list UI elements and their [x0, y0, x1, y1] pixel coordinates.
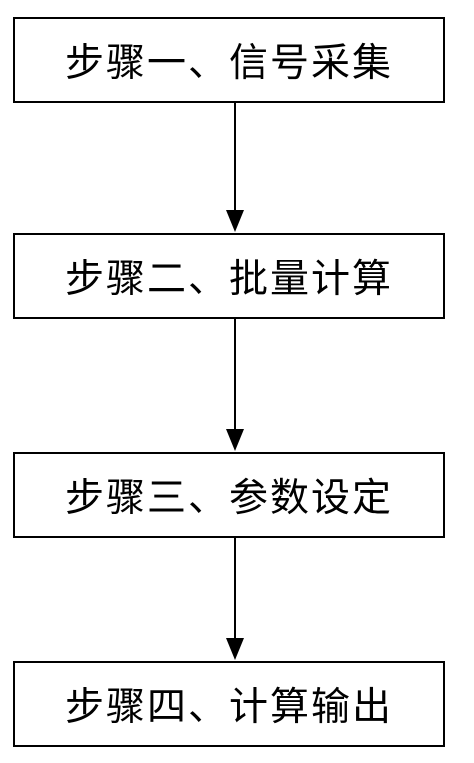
step-label: 步骤一、信号采集 [64, 41, 393, 86]
step-box-parameter-setting: 步骤三、参数设定 [13, 452, 445, 538]
step-label: 步骤二、批量计算 [64, 257, 393, 302]
step-box-calculation-output: 步骤四、计算输出 [13, 661, 445, 747]
arrow-step2-to-step3 [226, 319, 244, 451]
step-label: 步骤四、计算输出 [64, 685, 393, 730]
step-label: 步骤三、参数设定 [64, 476, 393, 521]
step-box-batch-calculation: 步骤二、批量计算 [13, 233, 445, 319]
arrow-step3-to-step4 [226, 538, 244, 660]
step-box-signal-acquisition: 步骤一、信号采集 [13, 17, 445, 103]
arrow-step1-to-step2 [226, 103, 244, 232]
